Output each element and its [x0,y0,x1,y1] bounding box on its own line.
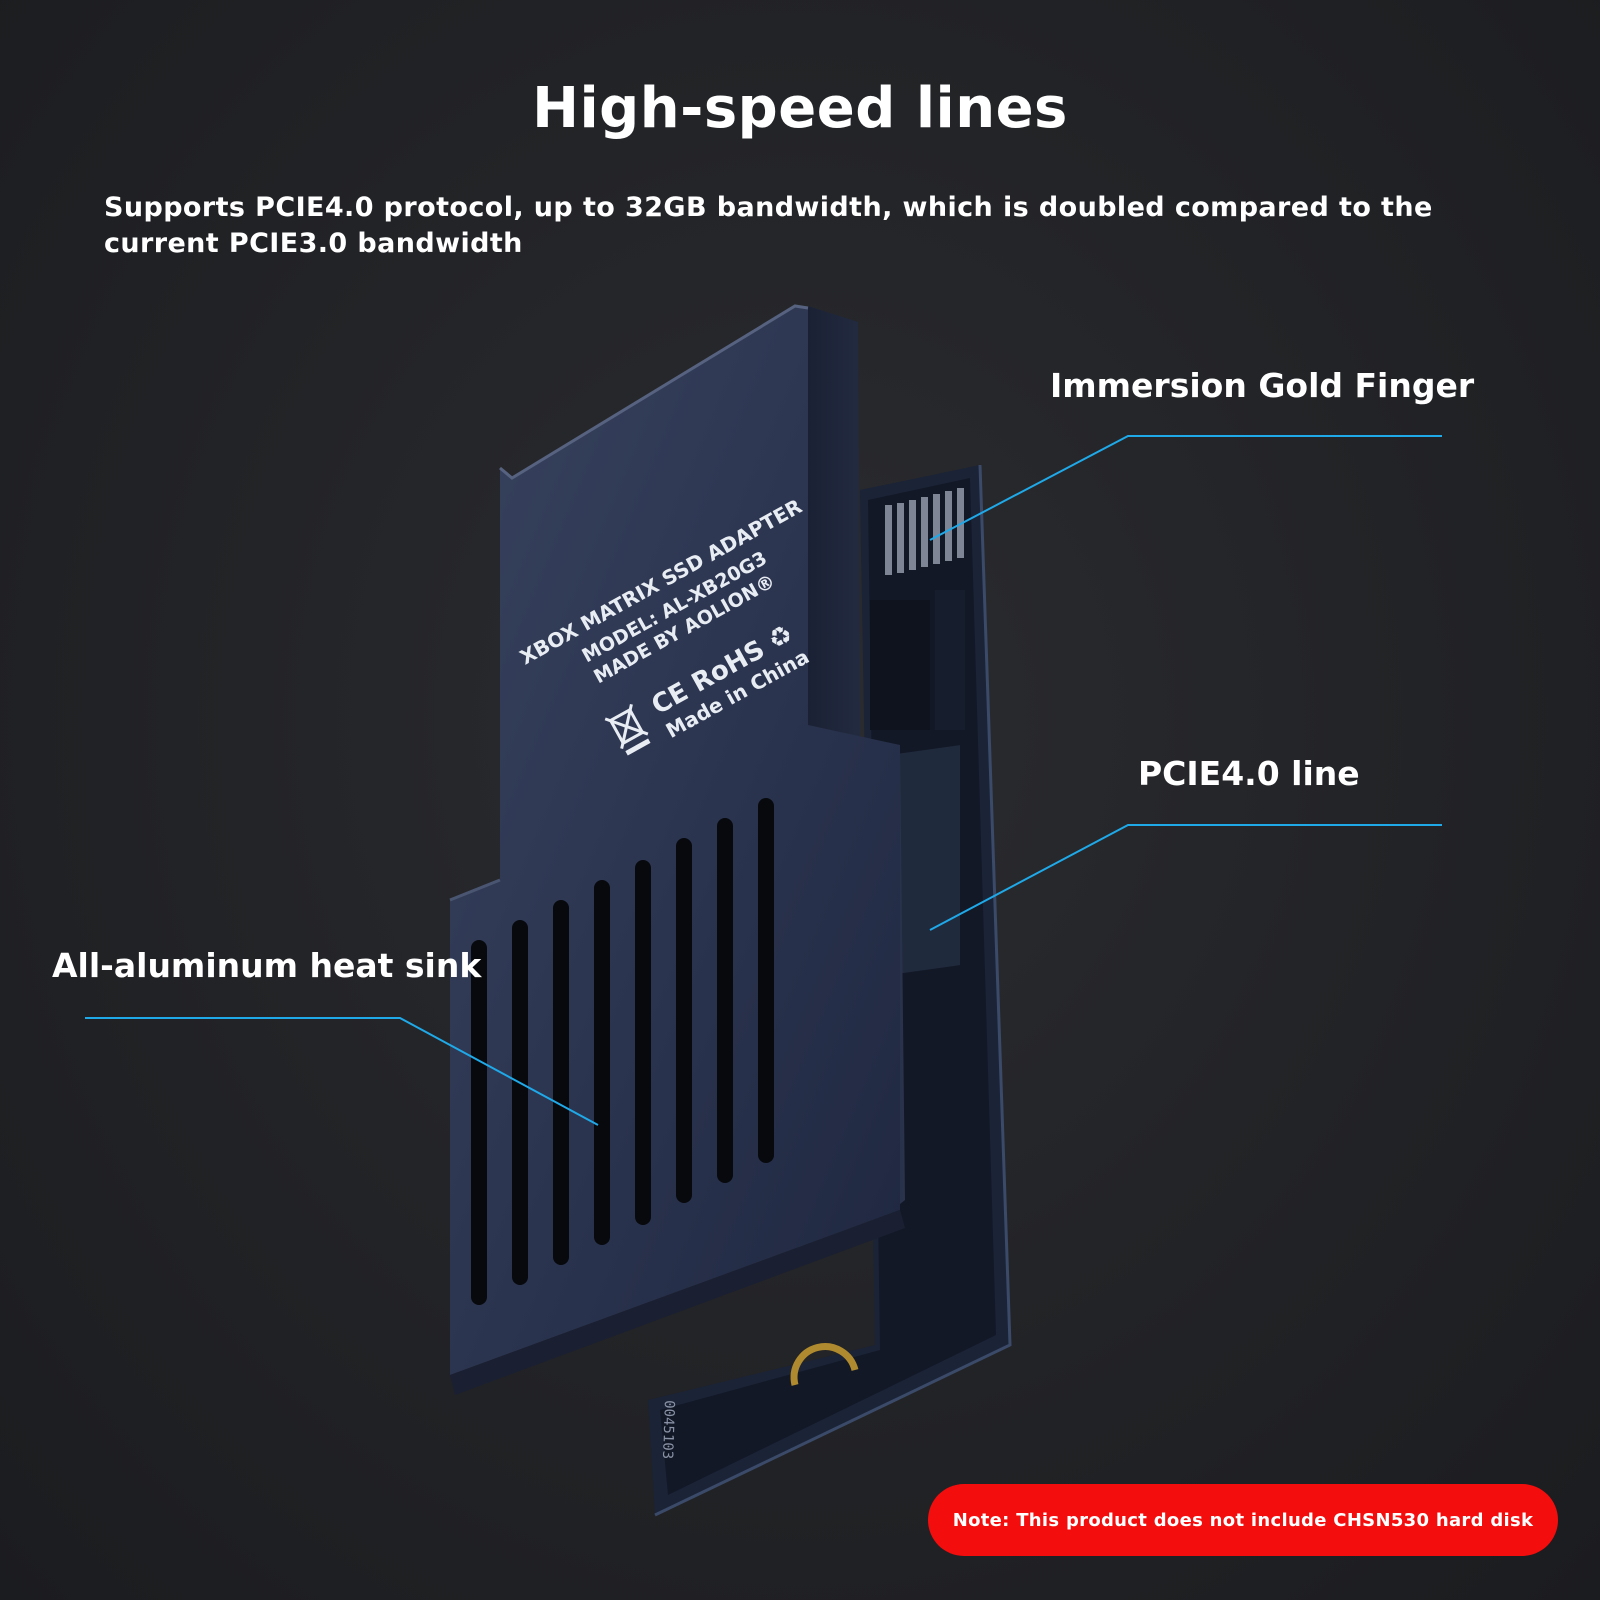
page-subtitle: Supports PCIE4.0 protocol, up to 32GB ba… [104,192,1433,259]
board-marking: 0045103 [659,1400,677,1460]
callout-pcie-line: PCIE4.0 line [1138,754,1360,793]
weee-bin-icon [604,704,651,756]
gold-finger-leader [929,435,1442,541]
note-text: Note: This product does not include CHSN… [952,1509,1534,1531]
heat-sink-slots [471,798,774,1305]
pcie-leader [929,824,1442,931]
page-title: High-speed lines [532,76,1068,141]
callout-lines [85,435,1442,1126]
callout-gold-finger: Immersion Gold Finger [1050,366,1475,405]
note-banner: Note: This product does not include CHSN… [928,1484,1558,1556]
callout-heat-sink: All-aluminum heat sink [52,946,482,985]
heat-sink-leader [85,1017,599,1126]
pcie-traces [870,590,965,730]
mount-arc [790,1343,859,1386]
